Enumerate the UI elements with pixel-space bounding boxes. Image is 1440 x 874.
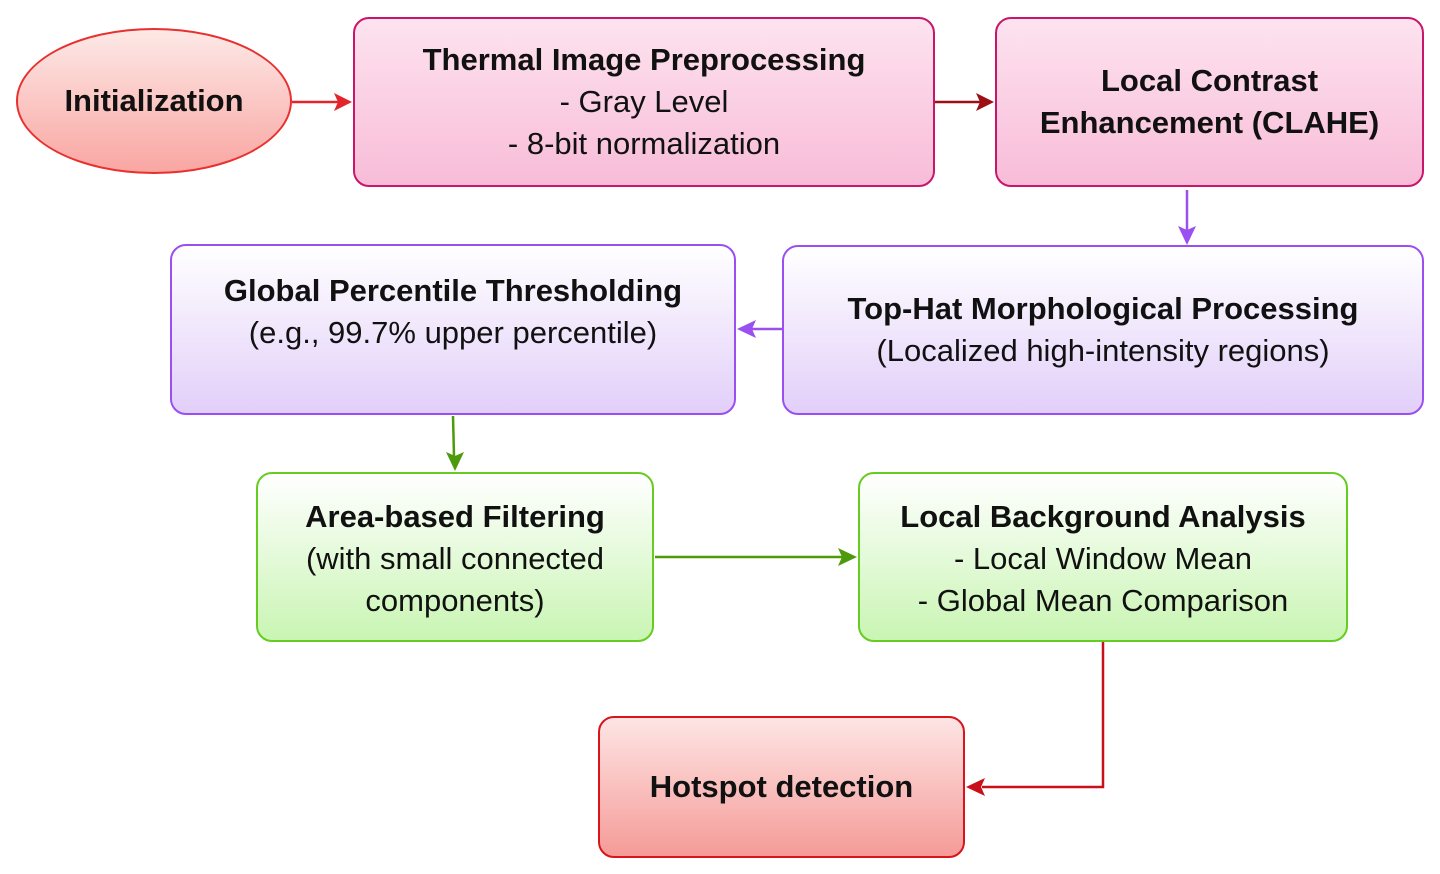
node-initialization-title: Initialization [64, 83, 244, 118]
node-tophat: Top-Hat Morphological Processing (Locali… [782, 245, 1424, 415]
node-global-threshold-title: Global Percentile Thresholding [223, 273, 683, 308]
node-tophat-line-1: (Localized high-intensity regions) [876, 333, 1330, 368]
node-hotspot-detection: Hotspot detection [598, 716, 965, 858]
arrow-threshold-to-area [446, 415, 464, 471]
arrow-background-to-hotspot [966, 642, 1105, 796]
node-global-threshold-line-1: (e.g., 99.7% upper percentile) [248, 315, 658, 350]
node-thermal-preprocessing-title: Thermal Image Preprocessing [422, 42, 866, 77]
node-clahe-title: Local Contrast Enhancement (CLAHE) [1039, 63, 1380, 140]
arrow-tophat-to-threshold [737, 320, 782, 338]
arrow-area-to-background [655, 548, 857, 566]
arrow-preprocess-to-clahe [935, 93, 994, 111]
node-area-filtering-title: Area-based Filtering [305, 499, 605, 534]
node-initialization: Initialization [16, 28, 292, 174]
node-background-analysis-title: Local Background Analysis [900, 499, 1306, 534]
node-hotspot-detection-title: Hotspot detection [649, 769, 914, 804]
node-thermal-preprocessing-line-2: - 8-bit normalization [507, 126, 781, 161]
node-background-analysis-line-2: - Global Mean Comparison [917, 583, 1289, 618]
node-global-threshold: Global Percentile Thresholding (e.g., 99… [170, 244, 736, 415]
node-tophat-title: Top-Hat Morphological Processing [847, 291, 1359, 326]
node-background-analysis: Local Background Analysis - Local Window… [858, 472, 1348, 642]
node-thermal-preprocessing-line-1: - Gray Level [559, 84, 729, 119]
node-area-filtering: Area-based Filtering (with small connect… [256, 472, 654, 642]
arrow-clahe-to-tophat [1178, 190, 1196, 245]
node-clahe: Local Contrast Enhancement (CLAHE) [995, 17, 1424, 187]
node-background-analysis-line-1: - Local Window Mean [953, 541, 1253, 576]
arrow-init-to-preprocess [292, 93, 352, 111]
node-area-filtering-line-2: components) [365, 583, 545, 618]
node-thermal-preprocessing: Thermal Image Preprocessing - Gray Level… [353, 17, 935, 187]
node-area-filtering-line-1: (with small connected [305, 541, 605, 576]
